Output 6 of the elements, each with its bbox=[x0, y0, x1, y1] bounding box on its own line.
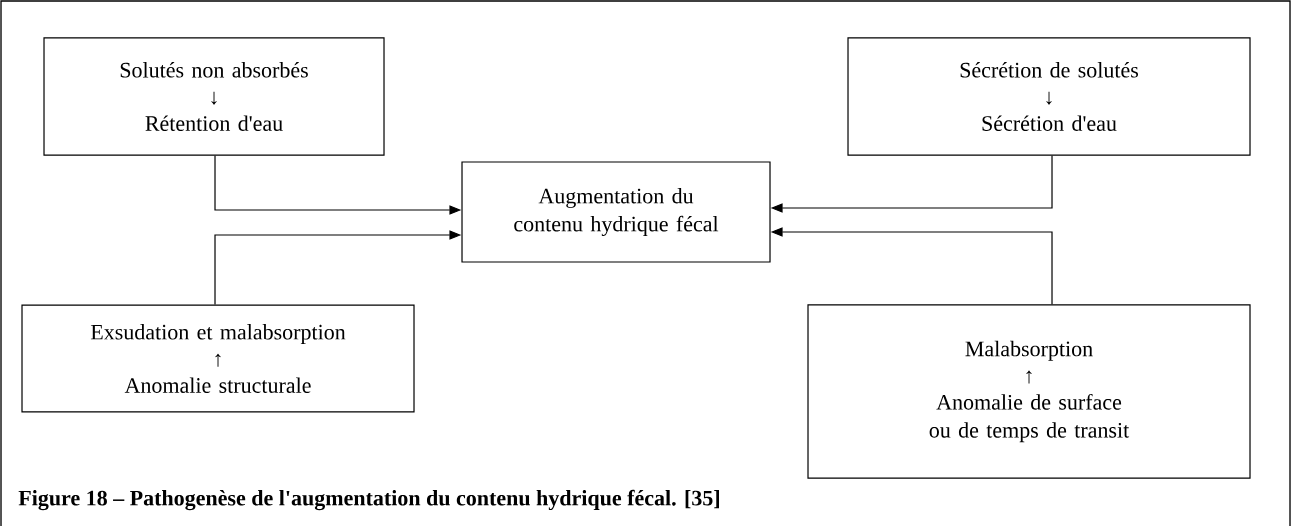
text-box: Solutés non absorbés ↓ Rétention d'eau bbox=[43, 37, 385, 156]
text-box: Exsudation et malabsorption ↑ Anomalie structurale bbox=[21, 304, 415, 413]
text-box: Sécrétion de solutés ↓ Sécrétion d'eau bbox=[847, 37, 1251, 156]
caption: Figure 18 – Pathogenèse de l'augmentation du contenu hydrique fécal. [35] bbox=[18, 489, 719, 511]
text-box: Augmentation du contenu hydrique fécal bbox=[461, 161, 771, 263]
text-box: Malabsorption ↑ Anomalie de surface ou de temps de transit bbox=[807, 304, 1251, 479]
